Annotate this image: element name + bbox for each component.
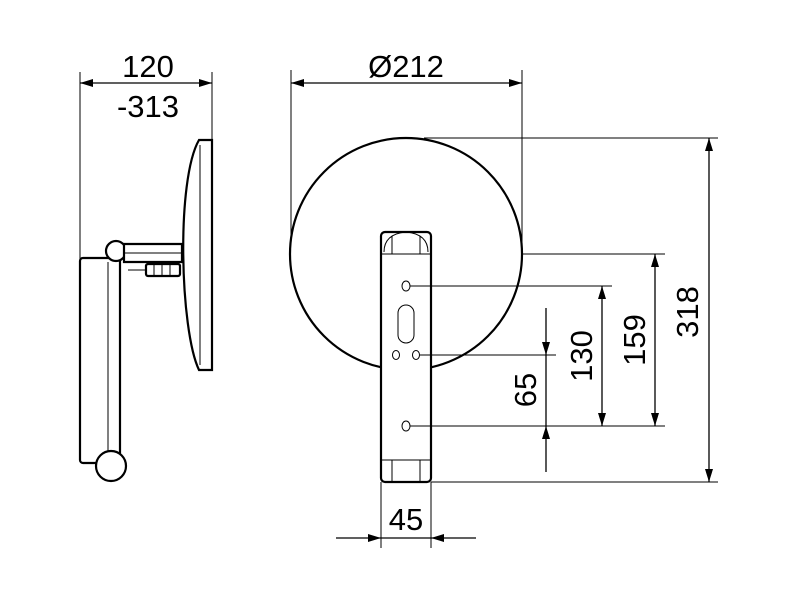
front-view: Ø212 xyxy=(288,49,524,484)
dim-hole-159: 159 xyxy=(617,314,652,366)
vertical-dimensions: 318 159 130 65 xyxy=(410,137,718,483)
dim-side-depth-min: 120 xyxy=(122,49,174,84)
side-wall-bracket xyxy=(78,256,122,465)
dim-hole-130: 130 xyxy=(564,330,599,382)
mount-hole-mid xyxy=(412,350,420,360)
bottom-dimension: 45 xyxy=(336,482,476,548)
front-wall-bracket xyxy=(379,230,433,484)
side-bottom-roller xyxy=(94,449,128,483)
side-mirror-disc xyxy=(182,138,214,372)
dim-bracket-width: 45 xyxy=(389,502,423,537)
side-view: 120 -313 xyxy=(78,49,214,483)
side-connector xyxy=(144,262,182,278)
dim-side-depth-max: -313 xyxy=(117,89,179,124)
mount-slot xyxy=(397,304,415,344)
dim-total-height: 318 xyxy=(670,286,705,338)
dim-diameter: Ø212 xyxy=(368,49,444,84)
dim-hole-65: 65 xyxy=(508,373,543,407)
mount-hole-mid-left xyxy=(392,350,400,360)
